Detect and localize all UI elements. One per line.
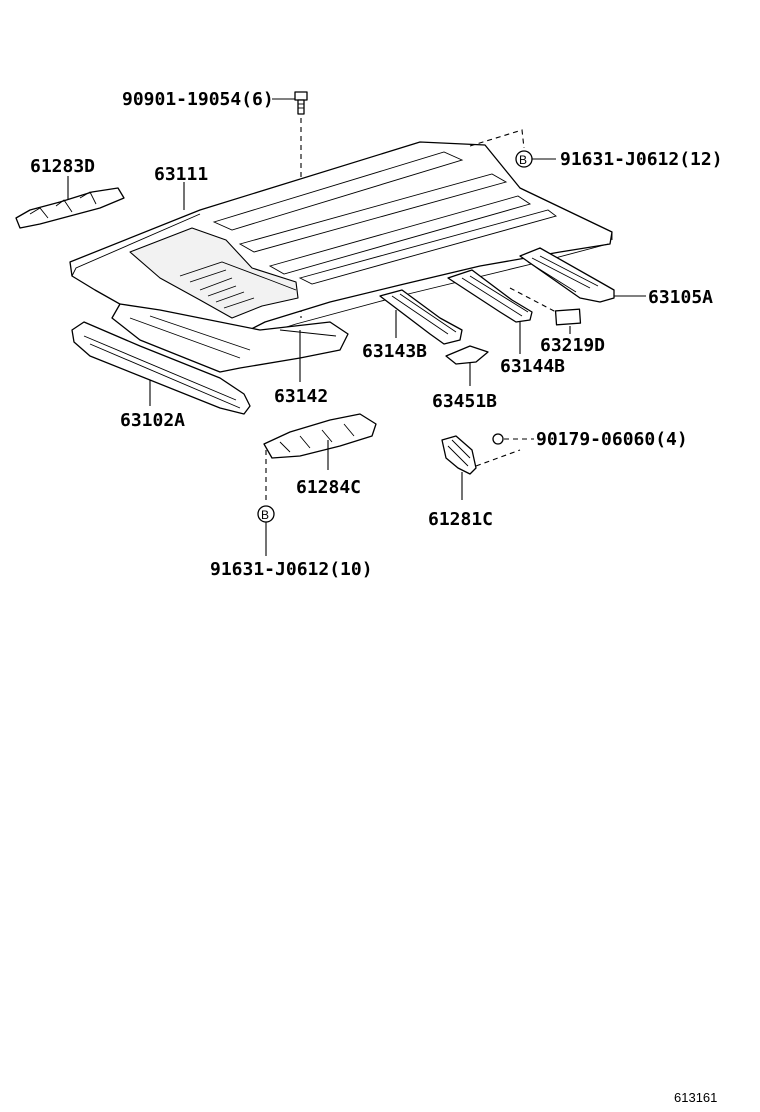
- label-61283D: 61283D: [30, 156, 95, 177]
- bracket-61283D[interactable]: [15, 187, 125, 229]
- clip-callout-b-bottom-letter: B: [261, 508, 269, 522]
- roof-bow-63144B[interactable]: [447, 269, 533, 323]
- label-63102A: 63102A: [120, 410, 185, 431]
- label-63219D: 63219D: [540, 335, 605, 356]
- label-63144B: 63144B: [500, 356, 565, 377]
- label-63105A: 63105A: [648, 287, 713, 308]
- label-63451B: 63451B: [432, 391, 497, 412]
- label-91631-J0612-10: 91631-J0612(10): [210, 559, 373, 580]
- bolt-part[interactable]: [294, 91, 308, 115]
- pad-63219D[interactable]: [554, 308, 582, 326]
- label-90179-06060-4: 90179-06060(4): [536, 429, 688, 450]
- nut-90179[interactable]: [492, 433, 504, 445]
- figure-reference-number: 613161: [674, 1090, 717, 1105]
- label-63142: 63142: [274, 386, 328, 407]
- header-63102A[interactable]: [71, 321, 251, 415]
- label-61281C: 61281C: [428, 509, 493, 530]
- bracket-63451B[interactable]: [445, 345, 489, 365]
- label-90901-19054: 90901-19054(6): [122, 89, 274, 110]
- clip-top-dash: [469, 129, 525, 149]
- roof-bow-63143B[interactable]: [379, 289, 463, 345]
- label-91631-J0612-12: 91631-J0612(12): [560, 149, 723, 170]
- reinforcement-63105A[interactable]: [519, 247, 615, 303]
- label-63143B: 63143B: [362, 341, 427, 362]
- bracket-61281C-dash: [475, 449, 521, 467]
- label-63111: 63111: [154, 164, 208, 185]
- bracket-61284C[interactable]: [263, 413, 377, 459]
- roof-bow-63142[interactable]: [111, 303, 349, 373]
- label-61284C: 61284C: [296, 477, 361, 498]
- clip-callout-b-top-letter: B: [519, 153, 527, 167]
- bracket-61281C[interactable]: [441, 435, 477, 475]
